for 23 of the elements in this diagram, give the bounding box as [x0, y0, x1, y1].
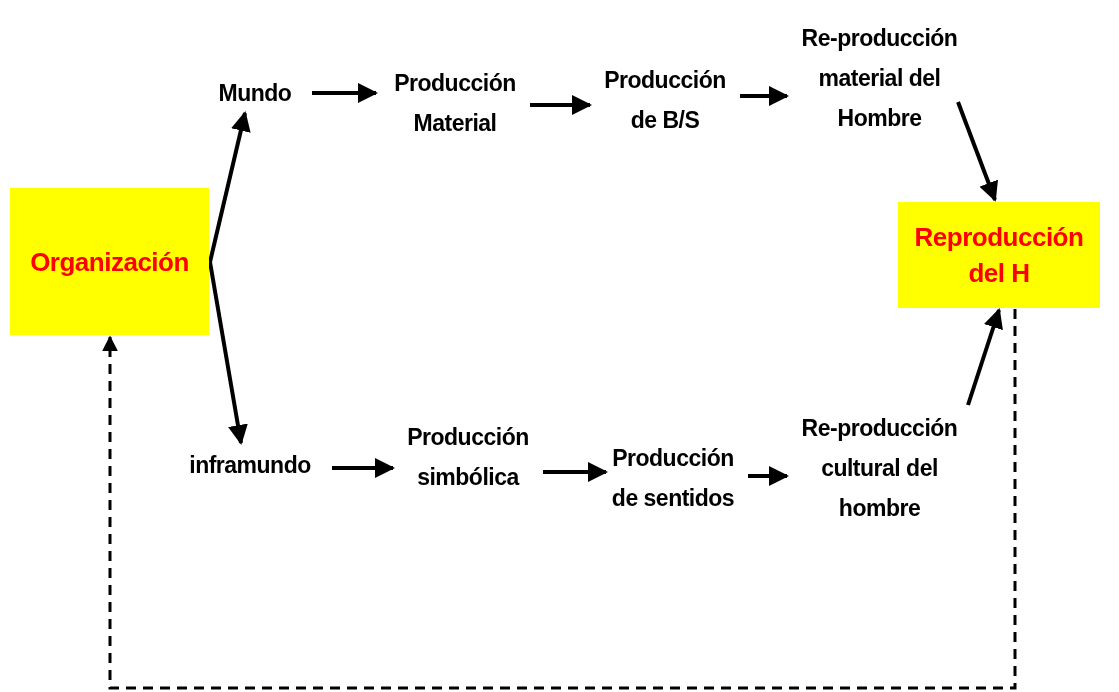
dashed-arrow: [102, 309, 1017, 690]
arrow: [208, 111, 251, 263]
arrow: [956, 101, 998, 202]
arrow: [332, 458, 395, 478]
node-label: Producción de B/S: [603, 66, 727, 135]
box-label: Organización: [30, 245, 189, 279]
arrow: [740, 86, 789, 106]
highlight-box: [898, 202, 1100, 308]
arrow: [543, 462, 608, 482]
node-label: Producción de sentidos: [610, 444, 736, 513]
node-label: inframundo: [189, 451, 311, 480]
highlight-box: [10, 188, 209, 335]
node-label: Mundo: [218, 79, 292, 108]
arrow: [208, 261, 248, 445]
node-label: Producción Material: [393, 69, 517, 138]
arrow: [748, 466, 789, 486]
node-label: Producción simbólica: [406, 423, 530, 492]
node-label: Re-producción material del Hombre: [800, 23, 959, 133]
arrow: [312, 83, 378, 103]
arrow: [966, 308, 1003, 406]
box-label: Reproducción del H: [913, 221, 1085, 290]
node-label: Re-producción cultural del hombre: [800, 413, 959, 523]
arrow: [530, 95, 592, 115]
